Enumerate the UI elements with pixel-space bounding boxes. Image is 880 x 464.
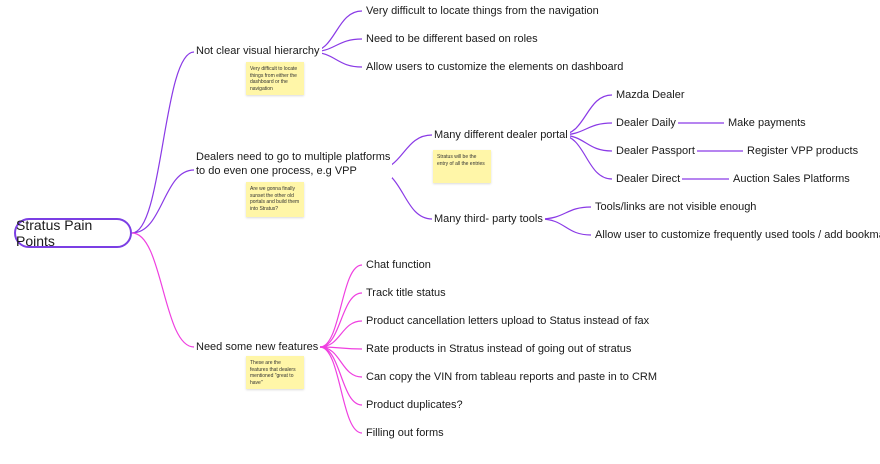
link-feature-6 bbox=[319, 346, 363, 406]
link-root-hierarchy bbox=[131, 51, 195, 234]
node-third-party-tools[interactable]: Many third- party tools bbox=[432, 212, 545, 226]
sticky-note-features: These are the features that dealers ment… bbox=[246, 356, 304, 389]
sticky-note-platforms: Are we gonna finally sunset the other ol… bbox=[246, 182, 304, 217]
leaf-product-duplicates[interactable]: Product duplicates? bbox=[364, 398, 465, 412]
leaf-rate-products[interactable]: Rate products in Stratus instead of goin… bbox=[364, 342, 634, 356]
link-feature-5 bbox=[319, 346, 363, 378]
leaf-dealer-direct[interactable]: Dealer Direct bbox=[614, 172, 683, 186]
leaf-dealer-passport[interactable]: Dealer Passport bbox=[614, 144, 697, 158]
link-feature-3 bbox=[319, 320, 363, 348]
branch-platforms-line1: Dealers need to go to multiple platforms bbox=[196, 151, 391, 163]
leaf-copy-vin[interactable]: Can copy the VIN from tableau reports an… bbox=[364, 370, 660, 384]
link-root-features bbox=[131, 232, 195, 348]
leaf-hierarchy-2[interactable]: Need to be different based on roles bbox=[364, 32, 540, 46]
leaf-make-payments[interactable]: Make payments bbox=[726, 116, 808, 130]
leaf-tools-visibility[interactable]: Tools/links are not visible enough bbox=[593, 200, 759, 214]
leaf-hierarchy-1[interactable]: Very difficult to locate things from the… bbox=[364, 4, 601, 18]
leaf-track-title[interactable]: Track title status bbox=[364, 286, 448, 300]
leaf-hierarchy-3[interactable]: Allow users to customize the elements on… bbox=[364, 60, 626, 74]
leaf-mazda-dealer[interactable]: Mazda Dealer bbox=[614, 88, 687, 102]
root-label: Stratus Pain Points bbox=[16, 217, 93, 249]
root-node[interactable]: Stratus Pain Points bbox=[14, 217, 132, 249]
leaf-tools-customize[interactable]: Allow user to customize frequently used … bbox=[593, 228, 880, 242]
leaf-cancellation-letters[interactable]: Product cancellation letters upload to S… bbox=[364, 314, 652, 328]
leaf-register-vpp[interactable]: Register VPP products bbox=[745, 144, 861, 158]
node-dealer-portal[interactable]: Many different dealer portal bbox=[432, 128, 570, 142]
branch-multiple-platforms[interactable]: Dealers need to go to multiple platforms… bbox=[194, 150, 393, 178]
link-tools-2 bbox=[539, 218, 592, 236]
link-feature-1 bbox=[319, 264, 363, 348]
leaf-chat-function[interactable]: Chat function bbox=[364, 258, 433, 272]
branch-platforms-line2: to do even one process, e.g VPP bbox=[196, 165, 357, 177]
leaf-auction-sales[interactable]: Auction Sales Platforms bbox=[731, 172, 852, 186]
leaf-filling-forms[interactable]: Filling out forms bbox=[364, 426, 446, 440]
branch-new-features[interactable]: Need some new features bbox=[194, 340, 321, 354]
branch-visual-hierarchy[interactable]: Not clear visual hierarchy bbox=[194, 44, 322, 58]
leaf-dealer-daily[interactable]: Dealer Daily bbox=[614, 116, 678, 130]
sticky-note-hierarchy: Very difficult to locate things from eit… bbox=[246, 62, 304, 95]
sticky-note-portal: Stratus will be the entry of all the ent… bbox=[433, 150, 491, 183]
link-feature-7 bbox=[319, 346, 363, 434]
link-tools-1 bbox=[539, 206, 592, 220]
link-root-platforms bbox=[131, 169, 195, 234]
link-feature-2 bbox=[319, 292, 363, 348]
